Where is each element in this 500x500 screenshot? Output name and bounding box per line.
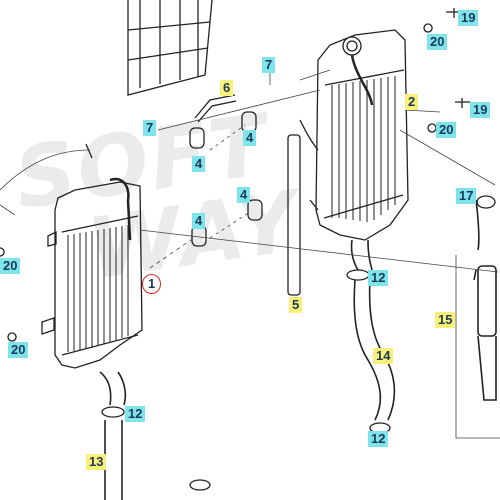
callout-19-right[interactable]: 19 [470, 102, 491, 118]
callout-4-lower-right[interactable]: 4 [237, 187, 251, 203]
callout-1-selected[interactable]: 1 [142, 274, 162, 294]
callout-12-left[interactable]: 12 [125, 406, 146, 422]
callout-20-lower-left[interactable]: 20 [8, 342, 29, 358]
callout-14[interactable]: 14 [373, 348, 394, 364]
callout-6[interactable]: 6 [220, 80, 234, 96]
callout-13[interactable]: 13 [86, 454, 107, 470]
callout-7-top[interactable]: 7 [262, 57, 276, 73]
callout-12-right-lower[interactable]: 12 [368, 431, 389, 447]
callout-4-lower-left[interactable]: 4 [192, 213, 206, 229]
callout-4-upper-left[interactable]: 4 [192, 156, 206, 172]
callout-4-upper-right[interactable]: 4 [243, 130, 257, 146]
callout-20-left[interactable]: 20 [0, 258, 21, 274]
callout-5[interactable]: 5 [289, 297, 303, 313]
callout-15[interactable]: 15 [435, 312, 456, 328]
bolts [0, 8, 470, 342]
tube-part-5 [287, 134, 301, 296]
pipe-part-6 [194, 94, 237, 123]
callout-2[interactable]: 2 [405, 94, 419, 110]
callout-12-right-upper[interactable]: 12 [368, 270, 389, 286]
callout-17[interactable]: 17 [456, 188, 477, 204]
hose-clamps [101, 195, 496, 491]
right-radiator-body [299, 29, 409, 241]
callout-20-top[interactable]: 20 [427, 34, 448, 50]
hoses [99, 199, 497, 500]
callout-7-left[interactable]: 7 [143, 120, 157, 136]
callout-20-right[interactable]: 20 [436, 122, 457, 138]
left-radiator-body [41, 177, 143, 369]
callout-19-top[interactable]: 19 [458, 10, 479, 26]
grille-part [127, 0, 213, 96]
